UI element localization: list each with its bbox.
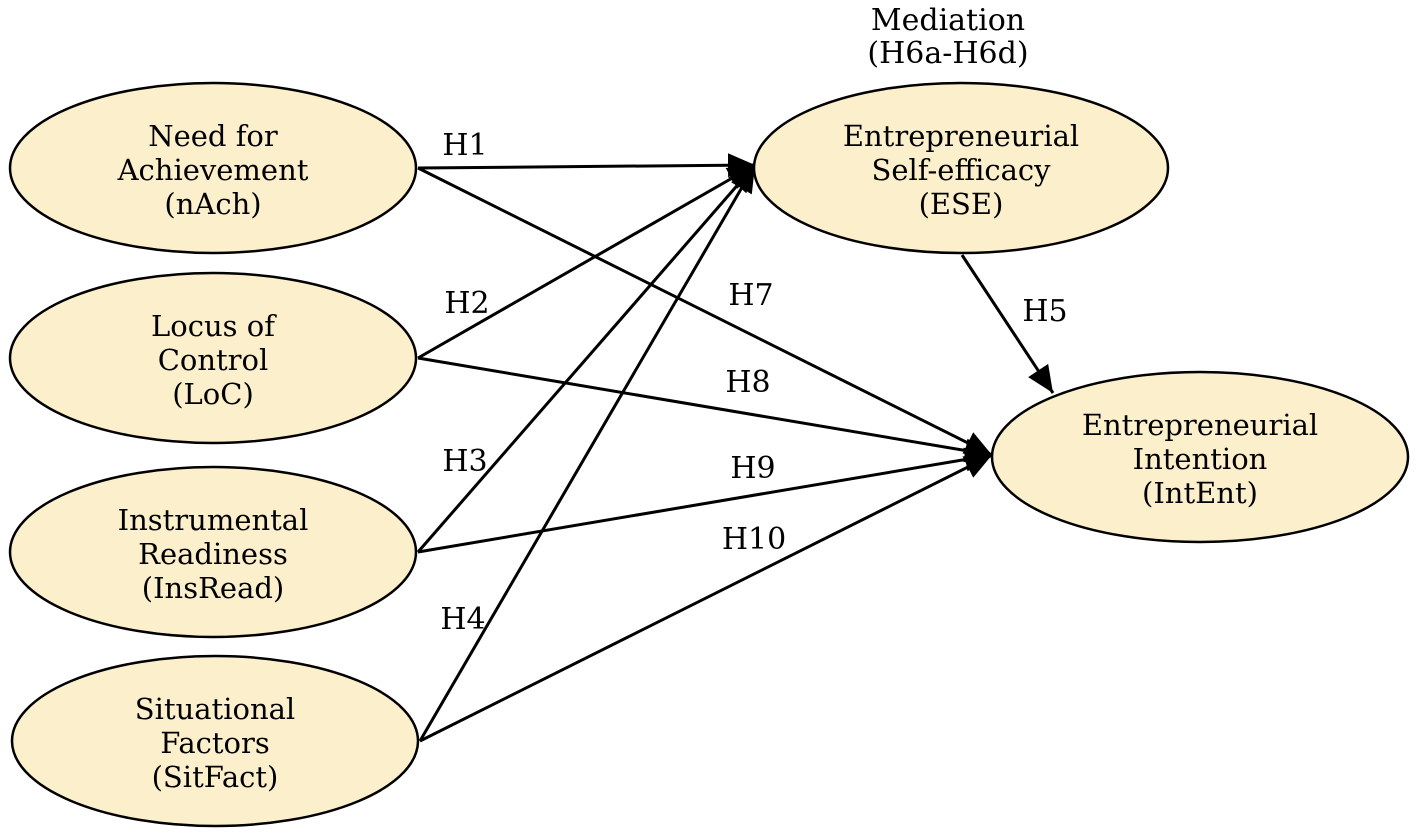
node-insread-ellipse bbox=[8, 465, 418, 639]
node-ese-line-1: Entrepreneurial bbox=[843, 119, 1079, 153]
node-ese-ellipse bbox=[752, 81, 1170, 255]
node-loc-line-1: Locus of bbox=[151, 309, 277, 343]
edge-label-h4: H4 bbox=[440, 602, 485, 637]
node-loc-line-2: Control bbox=[158, 343, 269, 377]
node-sitfact-line-3: (SitFact) bbox=[152, 760, 279, 794]
node-nach-line-2: Achievement bbox=[117, 153, 309, 187]
edge-label-h1: H1 bbox=[442, 128, 487, 163]
edges-layer bbox=[416, 153, 1055, 743]
edge-label-h9: H9 bbox=[730, 451, 775, 486]
node-intent-line-1: Entrepreneurial bbox=[1082, 408, 1318, 442]
mediation-title: Mediation bbox=[871, 3, 1025, 38]
node-ese-line-3: (ESE) bbox=[919, 187, 1004, 221]
edge-label-h10: H10 bbox=[722, 522, 786, 557]
node-instrumental-readiness: Instrumental Readiness (InsRead) bbox=[8, 465, 418, 639]
edge-h9-insread-to-intent bbox=[417, 447, 993, 554]
node-need-for-achievement: Need for Achievement (nAch) bbox=[8, 81, 418, 255]
node-entrepreneurial-intention: Entrepreneurial Intention (IntEnt) bbox=[990, 370, 1410, 544]
node-nach-line-1: Need for bbox=[148, 119, 278, 153]
edge-h7-nach-to-intent bbox=[417, 166, 993, 457]
edge-labels-layer: H1 H2 H3 H4 H5 H7 H8 H9 H10 bbox=[440, 128, 1067, 637]
edge-h3-insread-to-ese bbox=[416, 164, 757, 553]
edge-label-h3: H3 bbox=[442, 444, 487, 479]
node-ese-line-2: Self-efficacy bbox=[872, 153, 1052, 187]
edge-label-h2: H2 bbox=[444, 286, 489, 321]
node-locus-of-control: Locus of Control (LoC) bbox=[8, 271, 418, 445]
edge-label-h5: H5 bbox=[1022, 294, 1067, 329]
node-sitfact-ellipse bbox=[10, 654, 420, 828]
edge-h5-ese-to-intent bbox=[960, 254, 1055, 394]
edge-label-h7: H7 bbox=[728, 278, 773, 313]
edge-h8-loc-to-intent bbox=[417, 356, 993, 463]
node-insread-line-3: (InsRead) bbox=[142, 571, 285, 605]
node-intent-ellipse bbox=[990, 370, 1410, 544]
node-nach-line-3: (nAch) bbox=[164, 187, 261, 221]
node-insread-line-1: Instrumental bbox=[118, 503, 309, 537]
node-situational-factors: Situational Factors (SitFact) bbox=[10, 654, 420, 828]
node-loc-line-3: (LoC) bbox=[172, 377, 254, 411]
node-intent-line-2: Intention bbox=[1133, 442, 1268, 476]
node-nach-ellipse bbox=[8, 81, 418, 255]
node-insread-line-2: Readiness bbox=[138, 537, 288, 571]
mediation-annotation: Mediation (H6a-H6d) bbox=[867, 3, 1028, 71]
edge-h4-sitfact-to-ese bbox=[418, 164, 757, 742]
node-entrepreneurial-self-efficacy: Entrepreneurial Self-efficacy (ESE) bbox=[752, 81, 1170, 255]
mediation-hypotheses: (H6a-H6d) bbox=[867, 36, 1028, 71]
node-intent-line-3: (IntEnt) bbox=[1142, 476, 1258, 510]
node-loc-ellipse bbox=[8, 271, 418, 445]
edge-h2-loc-to-ese bbox=[417, 163, 756, 360]
edge-h1-nach-to-ese bbox=[417, 153, 756, 178]
node-sitfact-line-2: Factors bbox=[160, 726, 270, 760]
edge-h10-sitfact-to-intent bbox=[419, 453, 993, 743]
node-sitfact-line-1: Situational bbox=[135, 692, 295, 726]
edge-label-h8: H8 bbox=[725, 365, 770, 400]
